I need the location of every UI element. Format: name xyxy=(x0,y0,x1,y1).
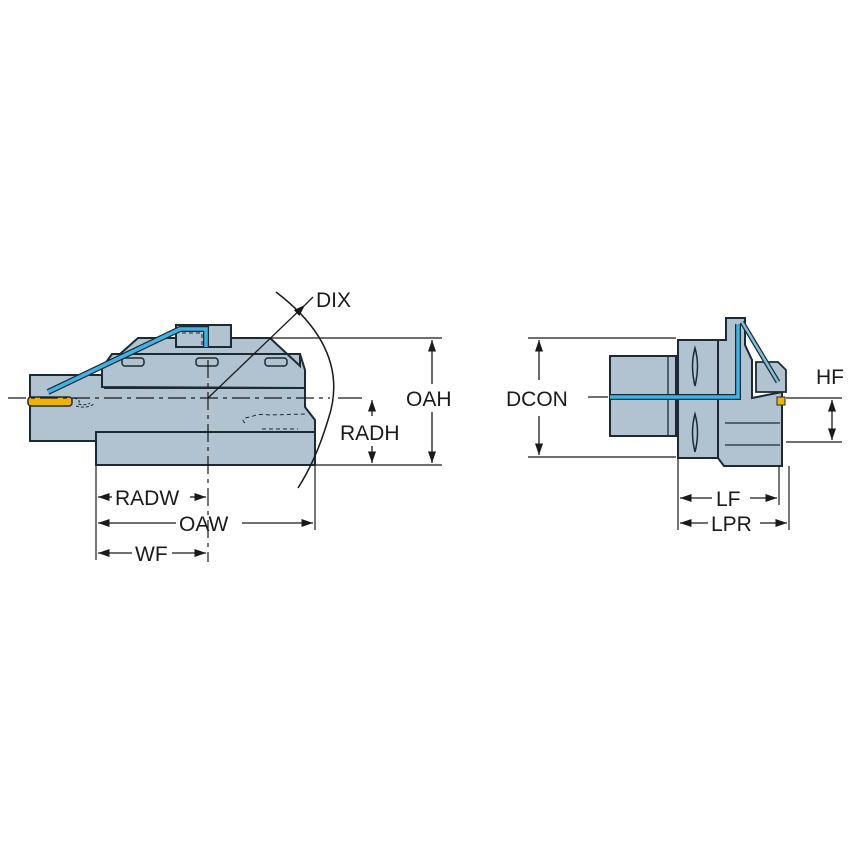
hf-label: HF xyxy=(816,366,844,389)
radw-label: RADW xyxy=(115,487,179,510)
bolt-heads xyxy=(121,357,288,367)
base-block xyxy=(95,431,316,466)
radh-label: RADH xyxy=(340,422,400,445)
wf-label: WF xyxy=(135,543,168,566)
top-plate xyxy=(117,337,301,369)
dcon-label: DCON xyxy=(506,388,568,411)
dix-label: DIX xyxy=(316,289,351,312)
oah-label: OAH xyxy=(406,388,452,411)
oaw-label: OAW xyxy=(179,513,229,536)
dix-arc xyxy=(275,291,335,489)
lpr-label: LPR xyxy=(711,513,752,536)
side-view: DIX OAH RADH RADW OAW WF xyxy=(8,289,452,566)
cutting-insert xyxy=(27,396,73,407)
end-insert xyxy=(776,396,786,406)
end-view: DCON HF LF LPR xyxy=(506,317,844,536)
insert-seat xyxy=(755,361,787,393)
head xyxy=(717,317,783,467)
lf-label: LF xyxy=(716,488,741,511)
